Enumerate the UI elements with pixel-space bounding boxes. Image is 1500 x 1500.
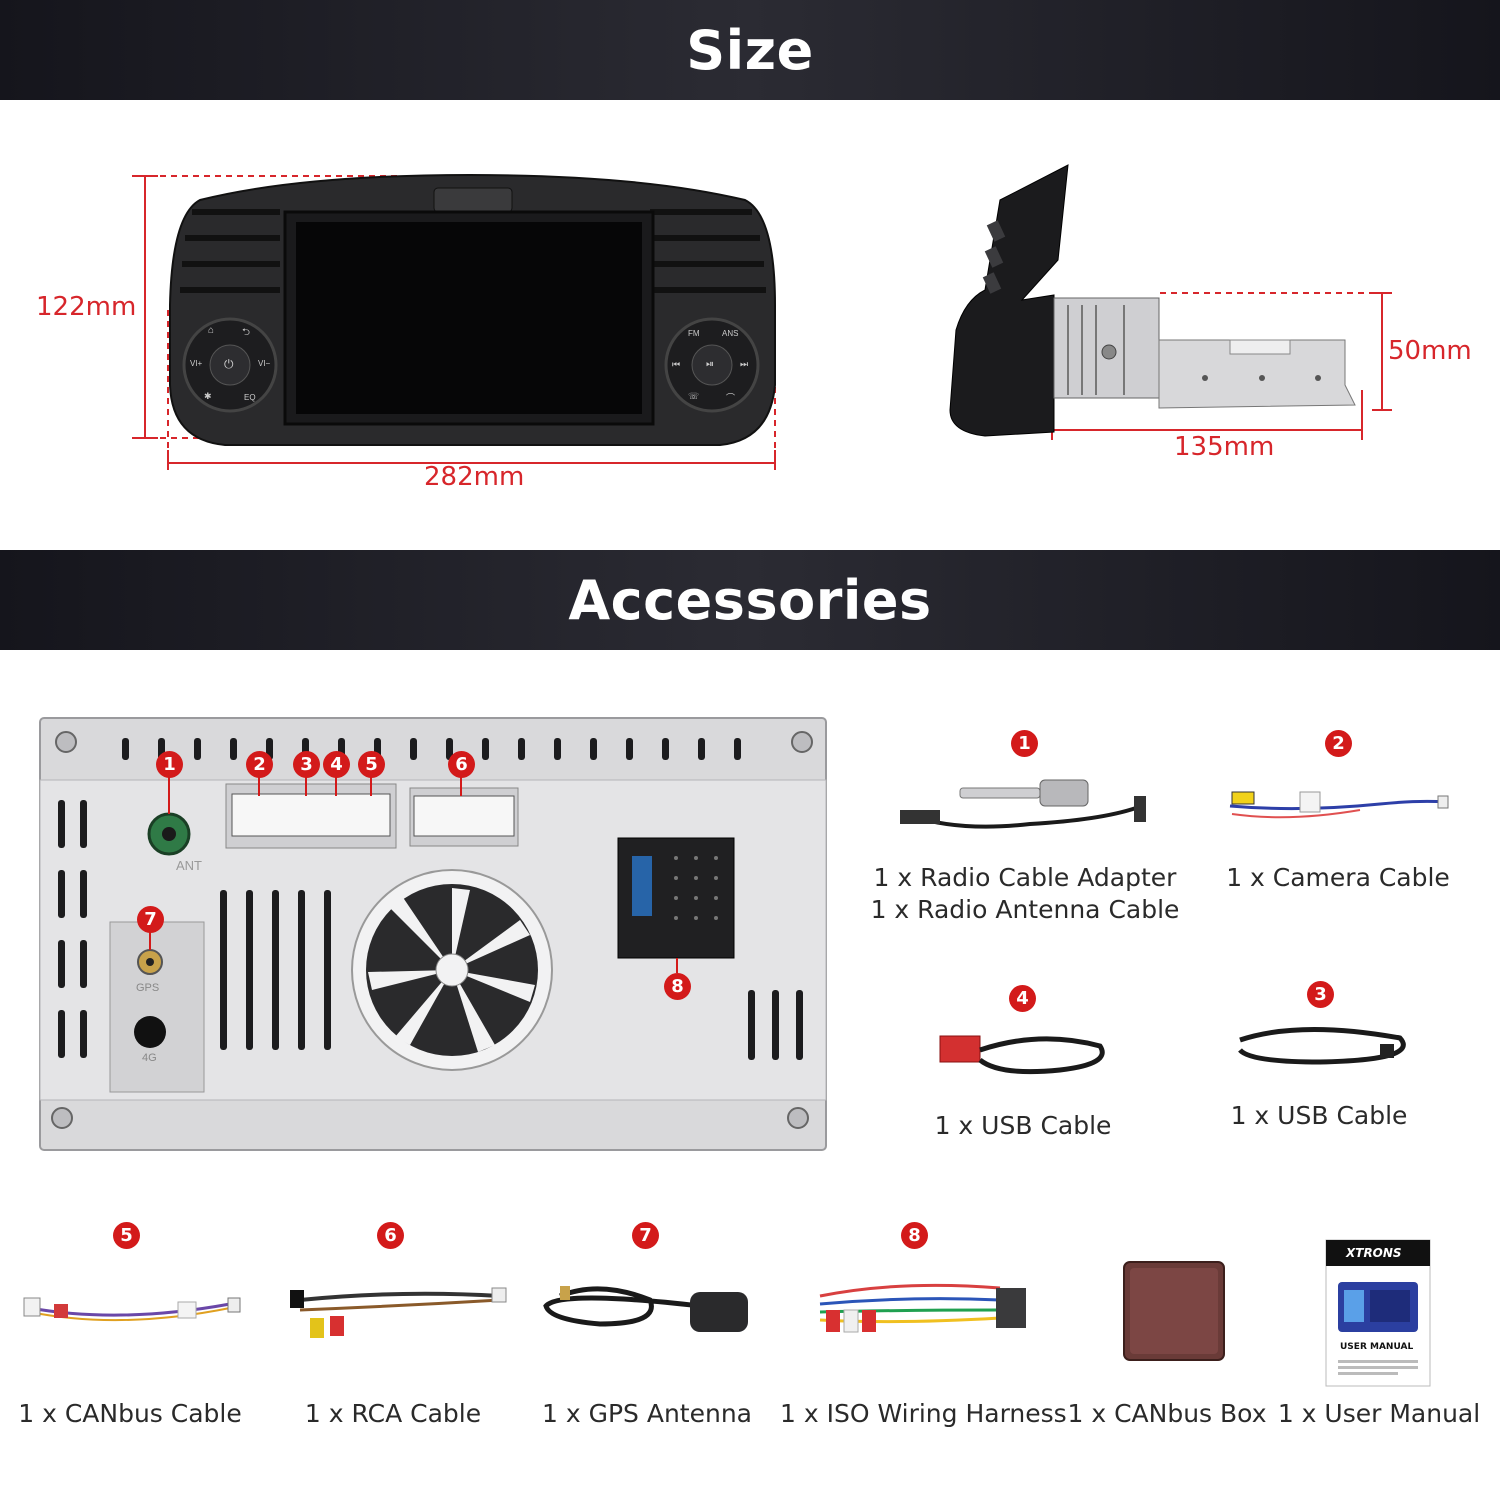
caption-rca-line: 1 x RCA Cable: [304, 1399, 482, 1428]
accessory-badge-usb-red: 4: [1009, 985, 1036, 1012]
caption-gps: 1 x GPS Antenna: [540, 1398, 754, 1430]
home-button[interactable]: ⌂: [208, 325, 215, 336]
panel-badge-7: 7: [137, 906, 164, 933]
camera-cable-illustration: [1229, 791, 1449, 819]
panel-badge-2: 2: [246, 751, 273, 778]
usb-cable-black-illustration: [1238, 1026, 1406, 1065]
accessories-title: Accessories: [568, 568, 932, 632]
radio-adapter-illustration: [900, 779, 1146, 829]
accessory-badge-radio: 1: [1011, 730, 1038, 757]
ans-button[interactable]: ANS: [722, 329, 739, 338]
panel-badge-8: 8: [664, 973, 691, 1000]
canbus-cable-illustration: [23, 1297, 241, 1322]
gps-antenna-illustration: [543, 1286, 748, 1332]
caption-usb-black-line: 1 x USB Cable: [1230, 1101, 1408, 1130]
accessories-banner: Accessories: [0, 550, 1500, 650]
depth-label: 135mm: [1174, 432, 1275, 462]
caption-usb-red-line: 1 x USB Cable: [934, 1111, 1112, 1140]
height-label: 122mm: [36, 292, 137, 322]
caption-gps-line: 1 x GPS Antenna: [542, 1399, 752, 1428]
right-control-pod: FM ANS ⏮ ⏯ ⏭ ☏ ⌒: [666, 319, 758, 411]
play-pause-button[interactable]: ⏯: [706, 359, 714, 370]
badge-leader-lines: [149, 777, 678, 973]
caption-radio: 1 x Radio Cable Adapter 1 x Radio Antenn…: [860, 862, 1190, 926]
caption-radio-line-2: 1 x Radio Antenna Cable: [870, 895, 1180, 924]
caption-user-manual: 1 x User Manual: [1276, 1398, 1482, 1430]
manual-title: USER MANUAL: [1340, 1342, 1414, 1352]
canbus-box-illustration: [1123, 1261, 1225, 1361]
eq-button[interactable]: EQ: [244, 393, 256, 402]
accessory-badge-iso: 8: [901, 1222, 928, 1249]
size-banner: Size: [0, 0, 1500, 100]
usb-cable-red-illustration: [939, 1035, 1105, 1075]
side-vent-slots: [58, 800, 803, 1060]
power-button[interactable]: ⏻: [224, 357, 234, 371]
panel-badge-4: 4: [323, 751, 350, 778]
side-dimension-lines: [1051, 292, 1392, 440]
rca-cable-illustration: [290, 1287, 507, 1338]
width-label: 282mm: [424, 462, 525, 492]
gps-port-label: GPS: [136, 982, 160, 994]
caption-rca: 1 x RCA Cable: [290, 1398, 496, 1430]
accessory-badge-gps: 7: [632, 1222, 659, 1249]
depth-height-label: 50mm: [1388, 336, 1472, 366]
volume-up-button[interactable]: VI+: [190, 359, 203, 368]
iso-harness-illustration: [819, 1283, 1026, 1333]
caption-canbus-box-line: 1 x CANbus Box: [1067, 1399, 1267, 1428]
caption-camera: 1 x Camera Cable: [1210, 862, 1466, 894]
screws: [51, 731, 813, 1129]
panel-badge-5: 5: [358, 751, 385, 778]
fm-button[interactable]: FM: [688, 329, 700, 338]
volume-down-button[interactable]: VI−: [258, 359, 271, 368]
caption-camera-line: 1 x Camera Cable: [1226, 863, 1450, 892]
fourg-port-label: 4G: [142, 1052, 157, 1064]
left-control-pod: ⌂ ⮌ VI+ ⏻ VI− ✱ EQ: [184, 319, 276, 411]
user-manual-illustration: [1325, 1239, 1431, 1387]
caption-radio-line-1: 1 x Radio Cable Adapter: [873, 863, 1177, 892]
caption-iso: 1 x ISO Wiring Harness: [780, 1398, 1067, 1430]
hangup-button[interactable]: ⌒: [726, 393, 736, 403]
bluetooth-button[interactable]: ✱: [204, 391, 212, 401]
fan-blades: [368, 888, 535, 1052]
caption-usb-black: 1 x USB Cable: [1198, 1100, 1440, 1132]
panel-badge-6: 6: [448, 751, 475, 778]
panel-badge-3: 3: [293, 751, 320, 778]
prev-button[interactable]: ⏮: [672, 359, 681, 369]
accessory-badge-usb-black: 3: [1307, 981, 1334, 1008]
accessory-badge-camera: 2: [1325, 730, 1352, 757]
left-vents: [180, 209, 280, 293]
side-vent-slots: [982, 220, 1006, 294]
size-title: Size: [686, 18, 814, 82]
caption-canbus-cable-line: 1 x CANbus Cable: [18, 1399, 242, 1428]
back-button[interactable]: ⮌: [242, 327, 251, 338]
accessory-badge-rca: 6: [377, 1222, 404, 1249]
caption-user-manual-line: 1 x User Manual: [1277, 1399, 1481, 1428]
manual-brand: XTRONS: [1346, 1246, 1402, 1260]
caption-usb-red: 1 x USB Cable: [902, 1110, 1144, 1142]
next-button[interactable]: ⏭: [740, 359, 749, 369]
caption-canbus-cable: 1 x CANbus Cable: [12, 1398, 248, 1430]
call-button[interactable]: ☏: [688, 391, 700, 401]
accessory-badge-canbus-cable: 5: [113, 1222, 140, 1249]
right-vents: [650, 209, 766, 293]
caption-canbus-box: 1 x CANbus Box: [1064, 1398, 1270, 1430]
ant-port-label: ANT: [176, 858, 202, 873]
caption-iso-line: 1 x ISO Wiring Harness: [780, 1399, 1067, 1428]
top-vent-slots: [122, 738, 741, 760]
panel-badge-1: 1: [156, 751, 183, 778]
